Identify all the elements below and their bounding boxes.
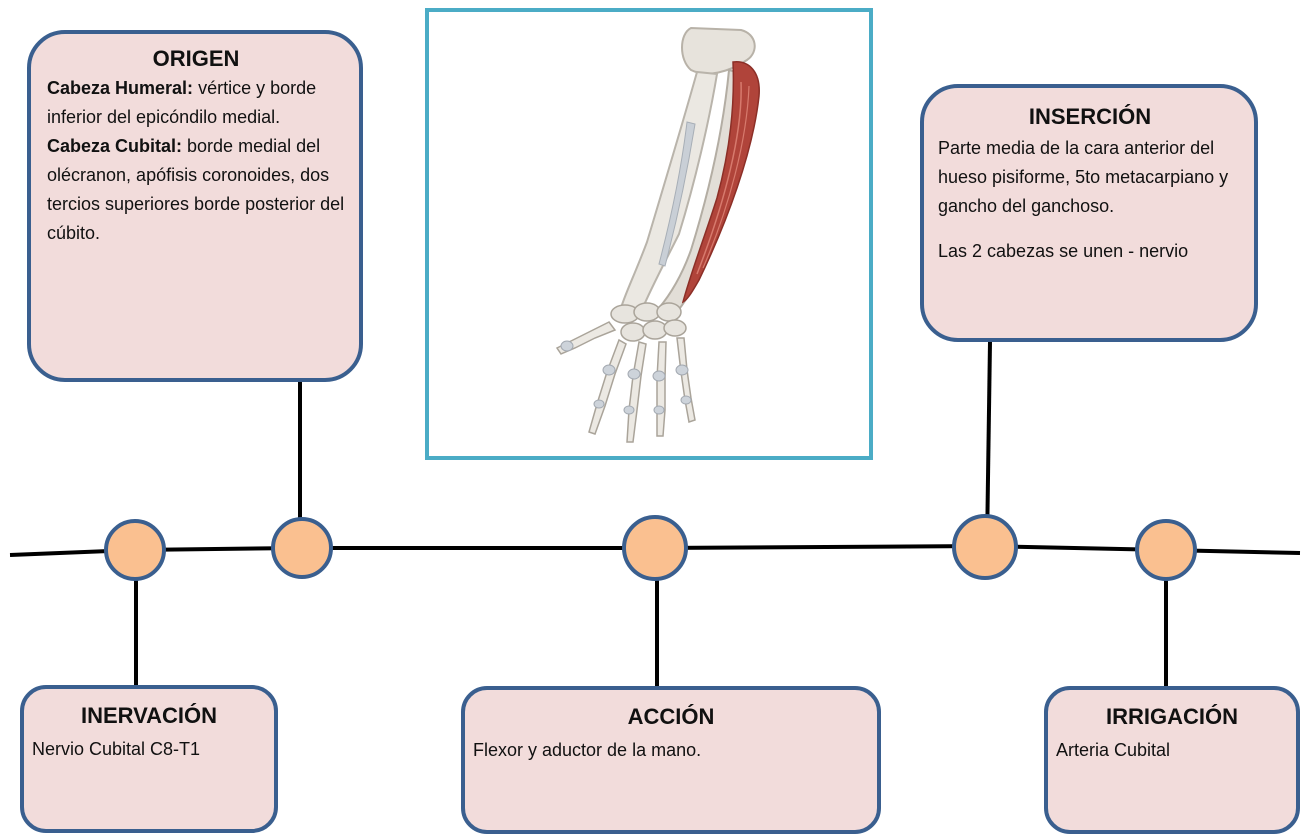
anatomy-image-frame <box>425 8 873 460</box>
timeline-node <box>106 521 164 579</box>
origen-cubital: Cabeza Cubital: borde medial del olécran… <box>47 132 345 248</box>
timeline-node <box>624 517 686 579</box>
timeline-node <box>273 519 331 577</box>
insercion-text: Parte media de la cara anterior del hues… <box>938 134 1242 221</box>
timeline-node <box>954 516 1016 578</box>
radius-bone <box>621 72 717 312</box>
inervacion-title: INERVACIÓN <box>32 703 266 729</box>
insercion-title: INSERCIÓN <box>938 104 1242 130</box>
origen-cubital-label: Cabeza Cubital: <box>47 136 182 156</box>
origen-title: ORIGEN <box>47 46 345 72</box>
origen-humeral-label: Cabeza Humeral: <box>47 78 193 98</box>
insercion-note: Las 2 cabezas se unen - nervio <box>938 237 1242 266</box>
inervacion-text: Nervio Cubital C8-T1 <box>32 735 266 764</box>
carpal-bones <box>611 303 686 341</box>
origen-humeral: Cabeza Humeral: vértice y borde inferior… <box>47 74 345 132</box>
irrigacion-title: IRRIGACIÓN <box>1056 704 1288 730</box>
inervacion-box: INERVACIÓN Nervio Cubital C8-T1 <box>20 685 278 833</box>
timeline-node <box>1137 521 1195 579</box>
origen-box: ORIGEN Cabeza Humeral: vértice y borde i… <box>27 30 363 382</box>
accion-title: ACCIÓN <box>473 704 869 730</box>
knuckle-joints <box>561 341 691 414</box>
irrigacion-box: IRRIGACIÓN Arteria Cubital <box>1044 686 1300 834</box>
forearm-muscle-illustration-icon <box>429 12 869 456</box>
irrigacion-text: Arteria Cubital <box>1056 736 1288 765</box>
accion-box: ACCIÓN Flexor y aductor de la mano. <box>461 686 881 834</box>
insercion-box: INSERCIÓN Parte media de la cara anterio… <box>920 84 1258 342</box>
accion-text: Flexor y aductor de la mano. <box>473 736 869 765</box>
